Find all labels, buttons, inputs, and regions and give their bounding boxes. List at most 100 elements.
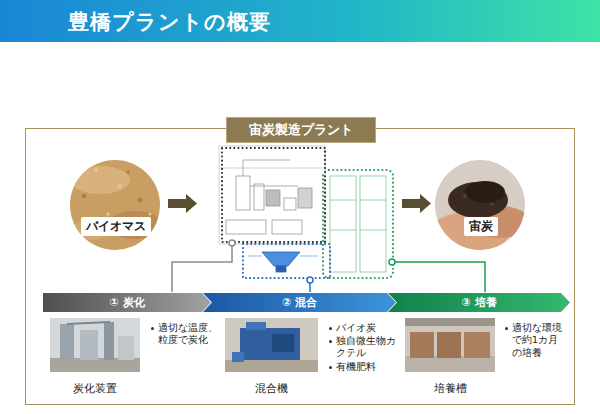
bullet-dot	[505, 327, 508, 330]
plant-frame: 宙炭製造プラントバイオマス宙炭① 炭化② 混合③ 培養	[25, 128, 575, 405]
leader-line	[172, 244, 232, 292]
soil-in-hands-picture	[490, 202, 494, 206]
culture-tank-photo	[464, 332, 490, 358]
step-band: ② 混合	[203, 293, 396, 312]
region-outline	[323, 170, 393, 278]
plant-schematic	[250, 186, 298, 187]
plant-schematic	[360, 230, 386, 231]
plant-schematic	[219, 146, 386, 272]
plant-schematic	[236, 176, 250, 210]
leader-line	[229, 240, 235, 246]
circle-label: バイオマス	[81, 217, 151, 236]
region-outline	[222, 148, 393, 278]
region-outline	[222, 148, 325, 242]
bullet-note: 適切な環境で約1カ月の培養	[512, 322, 568, 359]
chevron-shape	[203, 293, 396, 312]
page-title: 豊橋プラントの概要	[68, 8, 271, 36]
mixer-photo	[225, 318, 318, 372]
plant-schematic	[254, 184, 264, 210]
photo-caption: 培養槽	[434, 382, 467, 396]
carbonizer-photo	[67, 322, 110, 324]
mixer-photo	[232, 352, 244, 362]
plant-schematic	[360, 200, 386, 201]
leader-line	[172, 240, 485, 292]
bullet-dot	[329, 366, 332, 369]
culture-tank-photo	[405, 318, 495, 326]
leader-line	[393, 262, 485, 292]
plant-schematic	[272, 220, 302, 234]
culture-tank-photo	[405, 318, 495, 372]
mixer-photo	[225, 318, 318, 372]
chevron-shape	[388, 293, 570, 312]
carbonizer-photo	[50, 318, 140, 372]
plant-schematic	[266, 190, 280, 206]
bullet-note: 有機肥料	[336, 361, 398, 373]
plant-schematic	[284, 198, 296, 210]
plant-schematic	[226, 220, 266, 234]
bullet-dot	[329, 327, 332, 330]
carbonizer-photo	[80, 330, 98, 360]
mixer-photo	[240, 328, 300, 360]
plant-schematic	[330, 230, 356, 231]
biomass-picture	[138, 198, 142, 202]
plant-schematic	[276, 266, 286, 272]
bullet-dot	[151, 327, 154, 330]
plant-schematic	[219, 146, 325, 244]
plant-schematic	[300, 256, 318, 257]
carbonizer-photo	[60, 324, 74, 360]
picture-circle: 宙炭	[436, 161, 526, 251]
biomass-picture	[94, 168, 98, 172]
plant-schematic	[298, 188, 312, 208]
plant-schematic	[243, 160, 244, 176]
chevron-shape	[43, 293, 211, 312]
plant-schematic	[219, 168, 325, 169]
title-bar	[0, 0, 600, 42]
plant-schematic	[243, 160, 290, 161]
flow-arrow	[402, 194, 431, 213]
step-title: ③ 培養	[461, 295, 496, 310]
carbonizer-photo	[50, 318, 140, 372]
biomass-picture	[82, 194, 86, 198]
step-band: ③ 培養	[388, 293, 570, 312]
carbonizer-photo	[118, 336, 134, 360]
flow-arrow	[168, 194, 197, 213]
title-bar	[0, 0, 600, 42]
soil-in-hands-picture	[465, 181, 505, 203]
circle-label: 宙炭	[464, 217, 498, 236]
frame-heading: 宙炭製造プラント	[226, 117, 376, 143]
bullet-note: バイオ炭	[336, 322, 398, 334]
soil-in-hands-picture	[463, 194, 467, 198]
biomass-picture	[118, 184, 122, 188]
bullet-dot	[329, 340, 332, 343]
bullet-note: 独自微生物カクテル	[336, 335, 398, 360]
culture-tank-photo	[437, 332, 461, 358]
mixer-photo	[246, 322, 266, 330]
plant-schematic	[360, 176, 386, 272]
culture-tank-photo	[405, 318, 495, 372]
photo-caption: 混合機	[255, 382, 288, 396]
soil-in-hands-picture	[430, 160, 530, 252]
leader-line	[307, 277, 313, 283]
biomass-picture	[148, 212, 151, 215]
culture-tank-photo	[405, 356, 495, 372]
step-band: ① 炭化	[43, 293, 211, 312]
carbonizer-photo	[50, 358, 140, 372]
region-outline	[243, 244, 330, 278]
carbonizer-photo	[104, 322, 114, 360]
picture-circle: バイオマス	[71, 161, 161, 251]
mixer-photo	[272, 334, 294, 352]
plant-schematic	[330, 200, 356, 201]
soil-in-hands-picture	[448, 182, 508, 218]
step-title: ① 炭化	[109, 295, 144, 310]
leader-line	[389, 259, 395, 265]
biomass-picture	[126, 170, 129, 173]
culture-tank-photo	[410, 332, 434, 358]
biomass-picture	[106, 212, 110, 216]
bullet-note: 適切な温度、粒度で炭化	[158, 322, 220, 347]
plant-schematic	[262, 252, 300, 266]
step-title: ② 混合	[282, 295, 317, 310]
photo-caption: 炭化装置	[73, 382, 117, 396]
biomass-picture	[70, 166, 130, 194]
